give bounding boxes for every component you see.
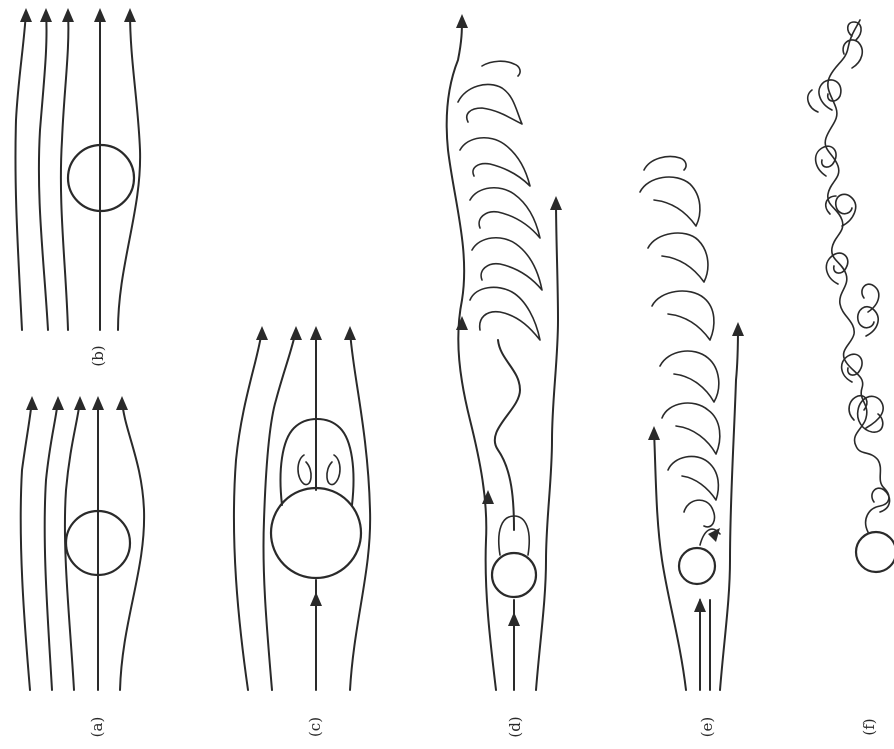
streamline (65, 400, 80, 690)
arrow-icon (648, 426, 660, 440)
turbulent-eddy (816, 146, 836, 176)
vortex (470, 287, 540, 340)
vortex (472, 238, 542, 290)
vortex (660, 351, 719, 402)
vortex (652, 291, 714, 340)
arrow-icon (62, 8, 74, 22)
arrow-icon (74, 396, 86, 410)
vortex (460, 138, 530, 186)
panel-label-c: (c) (306, 717, 324, 737)
vortex (640, 177, 700, 226)
arrow-icon (20, 8, 32, 22)
vortex (668, 456, 718, 500)
panel-f: (f) (808, 20, 894, 736)
vortex (482, 61, 520, 76)
panel-label-b: (b) (89, 345, 107, 366)
arrow-icon (124, 8, 136, 22)
vortex (644, 157, 686, 171)
arrow-icon (694, 598, 706, 612)
panel-c: (c) (234, 326, 370, 737)
streamline (15, 12, 26, 330)
vortex (648, 233, 708, 282)
vortex (458, 84, 522, 124)
arrow-icon (290, 326, 302, 340)
turbulent-eddy (808, 90, 818, 112)
panel-label-f: (f) (860, 718, 878, 735)
arrow-icon (508, 612, 520, 626)
turbulent-eddy (826, 253, 847, 284)
streamline (536, 200, 558, 690)
arrow-icon (732, 322, 744, 336)
panel-a: (a) (21, 396, 144, 737)
arrow-icon (40, 8, 52, 22)
streamline (39, 12, 48, 330)
cylinder (492, 553, 536, 597)
arrow-icon (456, 14, 468, 28)
vortex (662, 403, 720, 454)
streamline (720, 326, 738, 690)
turbulent-eddy (836, 194, 856, 226)
arrow-icon (94, 8, 106, 22)
arrow-icon (456, 316, 468, 330)
arrow-icon (116, 396, 128, 410)
panel-b: (b) (15, 8, 140, 367)
panel-label-a: (a) (88, 717, 106, 738)
vortex (470, 188, 540, 238)
cylinder (856, 532, 894, 572)
streamline (263, 330, 296, 690)
recirculation-vortex-right (327, 455, 340, 485)
streamline (118, 12, 140, 330)
wake-centerline (495, 340, 520, 530)
panel-e: (e) (640, 157, 744, 738)
arrow-icon (344, 326, 356, 340)
panel-label-e: (e) (698, 717, 716, 738)
recirculation-vortex-left (298, 455, 311, 485)
arrow-icon (256, 326, 268, 340)
streamline (120, 400, 144, 690)
turbulent-wake (825, 20, 889, 532)
streamline (350, 330, 370, 690)
arrow-icon (92, 396, 104, 410)
cylinder (679, 548, 715, 584)
arrow-icon (310, 326, 322, 340)
streamline (447, 18, 496, 690)
arrow-icon (52, 396, 64, 410)
vortex (684, 500, 714, 527)
streamline (21, 400, 32, 690)
streamline (45, 400, 58, 690)
panel-d: (d) (447, 14, 562, 738)
cylinder (271, 488, 361, 578)
panel-label-d: (d) (506, 716, 524, 737)
arrow-icon (26, 396, 38, 410)
streamline (61, 12, 69, 330)
arrow-icon (310, 592, 322, 606)
arrow-icon (550, 196, 562, 210)
streamline (234, 330, 262, 690)
